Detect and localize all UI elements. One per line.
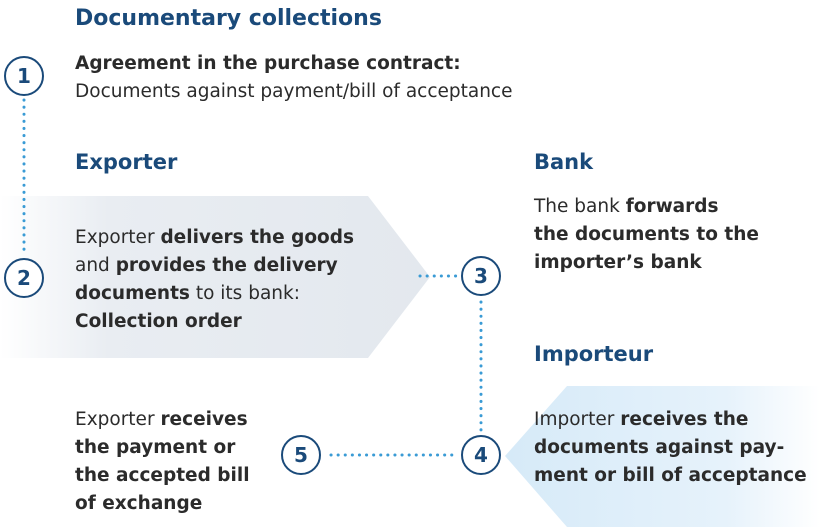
text-segment: and — [75, 255, 116, 276]
text-segment: of exchange — [75, 493, 203, 514]
text-segment: Importer — [534, 409, 621, 430]
text-segment: documents — [75, 283, 190, 304]
text-segment: the accepted bill — [75, 465, 250, 486]
importer-heading: Importeur — [534, 342, 654, 366]
bank-step-text: The bank forwards the documents to the i… — [534, 193, 814, 277]
exporter-box — [0, 196, 430, 358]
page-title: Documentary collections — [75, 6, 382, 31]
payment-step-text: Exporter receives the payment or the acc… — [75, 406, 275, 518]
agreement-text: Agreement in the purchase contract: Docu… — [75, 50, 513, 106]
text-segment: documents against pay- — [534, 437, 785, 458]
text-segment: Exporter — [75, 409, 161, 430]
exporter-step-text: Exporter delivers the goods and provides… — [75, 224, 405, 336]
text-segment: receives the — [620, 409, 749, 430]
exporter-heading: Exporter — [75, 150, 178, 174]
step-5-badge: 5 — [281, 435, 321, 475]
text-segment: forwards — [625, 196, 719, 217]
text-segment: provides the delivery — [115, 255, 338, 276]
agreement-detail: Documents against payment/bill of accept… — [75, 81, 513, 102]
importer-box — [505, 386, 820, 527]
step-3-badge: 3 — [461, 256, 501, 296]
importer-step-text: Importer receives the documents against … — [534, 406, 818, 490]
text-segment: Exporter — [75, 227, 161, 248]
text-segment: ment or bill of acceptance — [534, 465, 807, 486]
step-4-badge: 4 — [461, 435, 501, 475]
text-segment: the payment or — [75, 437, 236, 458]
text-segment: delivers the goods — [160, 227, 355, 248]
text-segment: Collection order — [75, 311, 242, 332]
text-segment: receives — [160, 409, 248, 430]
agreement-strong: Agreement in the purchase contract: — [75, 53, 461, 74]
bank-heading: Bank — [534, 150, 594, 174]
text-segment: importer’s bank — [534, 252, 702, 273]
text-segment: The bank — [534, 196, 626, 217]
step-1-badge: 1 — [4, 56, 44, 96]
text-segment: to its bank: — [189, 283, 300, 304]
step-2-badge: 2 — [4, 258, 44, 298]
text-segment: the documents to the — [534, 224, 759, 245]
